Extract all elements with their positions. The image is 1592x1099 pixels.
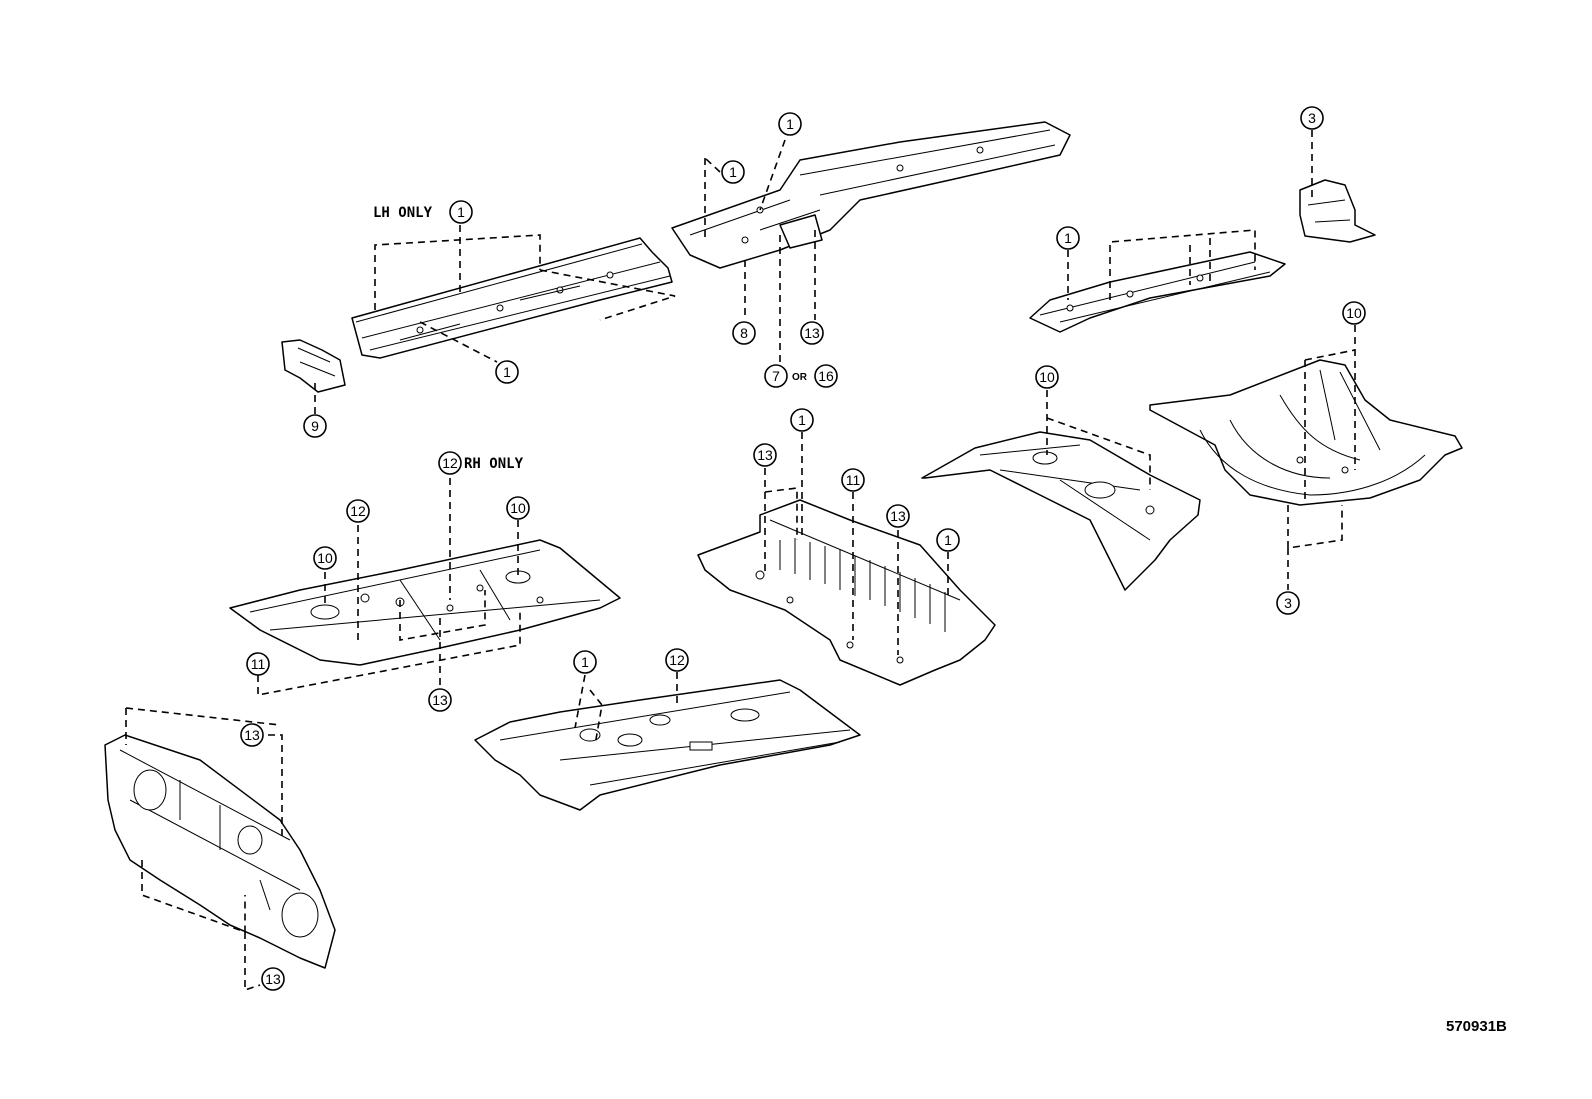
callout-9: 9 — [303, 414, 327, 438]
rear-side-member-right — [1029, 251, 1286, 333]
callout-label: 1 — [798, 412, 806, 428]
callout-13-center-right: 13 — [886, 504, 910, 528]
callout-10-rear-pan: 10 — [1342, 301, 1366, 325]
rear-floor-pan — [1149, 359, 1463, 506]
callout-label: 12 — [669, 652, 685, 668]
callout-12-front: 12 — [346, 499, 370, 523]
callout-10-front-left: 10 — [313, 546, 337, 570]
callout-label: 12 — [442, 455, 458, 471]
callout-label: 10 — [1346, 305, 1362, 321]
callout-3-bottom: 3 — [1276, 591, 1300, 615]
callout-label: 1 — [1064, 230, 1072, 246]
callout-label: 10 — [317, 550, 333, 566]
rh-only-note: RH ONLY — [464, 456, 524, 472]
rear-floor-panel — [921, 431, 1201, 591]
callout-label: 8 — [740, 325, 748, 341]
callout-label: 12 — [350, 503, 366, 519]
callout-1-lh-bottom: 1 — [495, 360, 519, 384]
callout-13-dash-top: 13 — [240, 723, 264, 747]
callout-label: 3 — [1284, 595, 1292, 611]
callout-11-center: 11 — [841, 468, 865, 492]
side-member-lh — [351, 237, 673, 359]
callout-1-frame-b: 1 — [778, 112, 802, 136]
callout-8: 8 — [732, 321, 756, 345]
leader-lines — [125, 130, 1356, 992]
callout-label: 1 — [944, 532, 952, 548]
callout-13-frame: 13 — [800, 321, 824, 345]
callout-label: 10 — [1039, 369, 1055, 385]
drawing-reference-number: 570931B — [1446, 1018, 1507, 1035]
callout-7: 7 — [764, 364, 788, 388]
callout-label: 11 — [846, 472, 861, 488]
callout-label: 1 — [581, 654, 589, 670]
callout-label: 13 — [890, 508, 906, 524]
or-note: OR — [792, 372, 808, 383]
callout-13-center-left: 13 — [753, 443, 777, 467]
floor-tunnel-panel — [474, 679, 861, 811]
callout-label: 13 — [804, 325, 820, 341]
callout-3-top: 3 — [1300, 106, 1324, 130]
callout-1-frame-a: 1 — [721, 160, 745, 184]
callout-10-front-right: 10 — [506, 496, 530, 520]
callout-label: 1 — [457, 204, 465, 220]
callout-label: 1 — [729, 164, 737, 180]
callout-1-tunnel: 1 — [573, 650, 597, 674]
callout-label: 3 — [1308, 110, 1316, 126]
dash-panel — [104, 734, 336, 969]
bracket-3 — [1299, 179, 1376, 243]
callout-11-front: 11 — [246, 652, 270, 676]
callout-label: 16 — [818, 368, 834, 384]
center-floor-crossmember — [697, 499, 996, 686]
callout-label: 1 — [786, 116, 794, 132]
callout-13-dash-bottom: 13 — [261, 967, 285, 991]
callout-label: 13 — [757, 447, 773, 463]
callout-13-front: 13 — [428, 688, 452, 712]
callout-16: 16 — [814, 364, 838, 388]
callout-1-lh-top: 1 — [449, 200, 473, 224]
callout-label: 1 — [503, 364, 511, 380]
callout-label: 13 — [265, 971, 281, 987]
lh-only-note: LH ONLY — [373, 205, 433, 221]
callout-label: 7 — [772, 368, 780, 384]
callout-1-center-right: 1 — [936, 528, 960, 552]
front-floor-pan — [229, 539, 621, 666]
callout-1-center-top: 1 — [790, 408, 814, 432]
callout-12-tunnel: 12 — [665, 648, 689, 672]
callout-label: 13 — [432, 692, 448, 708]
callout-10-rear-panel: 10 — [1035, 365, 1059, 389]
callout-12-rh-only: 12 — [438, 451, 462, 475]
callout-label: 9 — [311, 418, 319, 434]
callout-1-rear-side: 1 — [1056, 226, 1080, 250]
rear-floor-side-member — [671, 121, 1071, 269]
callout-label: 11 — [251, 656, 266, 672]
small-bracket-9 — [281, 339, 346, 393]
callout-label: 10 — [510, 500, 526, 516]
callout-label: 13 — [244, 727, 260, 743]
